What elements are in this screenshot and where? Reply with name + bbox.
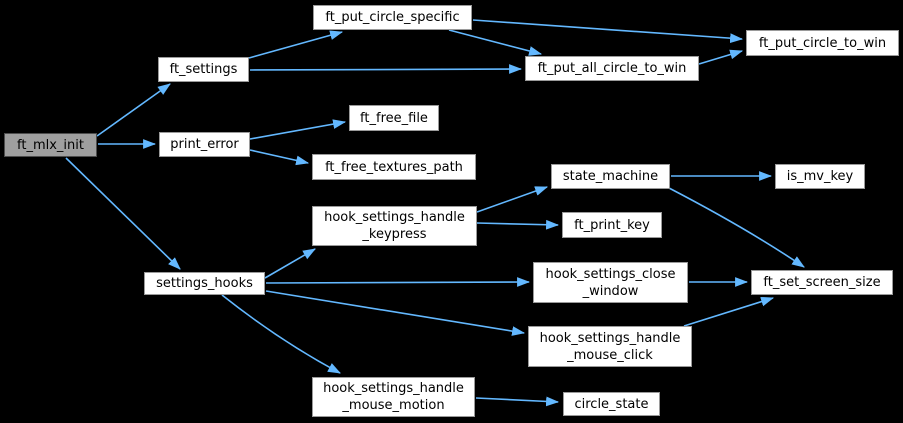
node-circle_state[interactable]: circle_state [563, 392, 660, 416]
edge-hook_settings_handle_keypress-to-state_machine [476, 186, 549, 213]
edge-settings_hooks-to-hook_settings_close_window [265, 277, 531, 287]
node-ft_settings[interactable]: ft_settings [158, 57, 249, 82]
node-ft_put_circle_specific[interactable]: ft_put_circle_specific [313, 5, 472, 30]
node-settings_hooks[interactable]: settings_hooks [144, 272, 265, 295]
edge-hook_settings_handle_mouse_click-to-ft_set_screen_size [683, 296, 775, 327]
node-state_machine[interactable]: state_machine [551, 164, 670, 189]
node-ft_print_key[interactable]: ft_print_key [562, 212, 662, 238]
edge-state_machine-to-ft_set_screen_size [668, 187, 805, 268]
node-hook_settings_handle_keypress[interactable]: hook_settings_handle _keypress [312, 206, 477, 246]
edge-ft_mlx_init-to-ft_settings [96, 83, 171, 137]
edge-ft_settings-to-ft_put_circle_specific [248, 30, 344, 59]
edge-print_error-to-ft_free_textures_path [249, 149, 310, 166]
edge-ft_put_all_circle_to_win-to-ft_put_circle_to_win [698, 49, 744, 65]
node-hook_settings_close_window[interactable]: hook_settings_close _window [533, 262, 688, 303]
edge-hook_settings_handle_keypress-to-ft_print_key [476, 219, 560, 230]
node-print_error[interactable]: print_error [159, 132, 250, 157]
edge-ft_mlx_init-to-settings_hooks [65, 157, 181, 270]
node-ft_free_file[interactable]: ft_free_file [349, 105, 439, 131]
edge-print_error-to-ft_free_file [249, 119, 347, 140]
edge-settings_hooks-to-hook_settings_handle_keypress [264, 248, 316, 279]
edge-settings_hooks-to-hook_settings_handle_mouse_click [265, 290, 526, 336]
node-hook_settings_handle_mouse_click[interactable]: hook_settings_handle _mouse_click [528, 326, 692, 367]
node-hook_settings_handle_mouse_motion[interactable]: hook_settings_handle _mouse_motion [312, 377, 475, 417]
edge-ft_put_circle_specific-to-ft_put_all_circle_to_win [448, 29, 543, 56]
node-ft_mlx_init[interactable]: ft_mlx_init [4, 133, 97, 157]
edge-ft_put_circle_specific-to-ft_put_circle_to_win [472, 19, 744, 44]
edge-hook_settings_handle_mouse_motion-to-circle_state [475, 396, 560, 407]
edge-settings_hooks-to-hook_settings_handle_mouse_motion [221, 294, 341, 374]
node-is_mv_key[interactable]: is_mv_key [775, 164, 865, 189]
edge-ft_settings-to-ft_put_all_circle_to_win [249, 64, 523, 74]
node-ft_put_all_circle_to_win[interactable]: ft_put_all_circle_to_win [525, 56, 699, 81]
node-ft_put_circle_to_win[interactable]: ft_put_circle_to_win [746, 30, 899, 56]
node-ft_free_textures_path[interactable]: ft_free_textures_path [312, 154, 476, 180]
node-ft_set_screen_size[interactable]: ft_set_screen_size [751, 270, 893, 295]
